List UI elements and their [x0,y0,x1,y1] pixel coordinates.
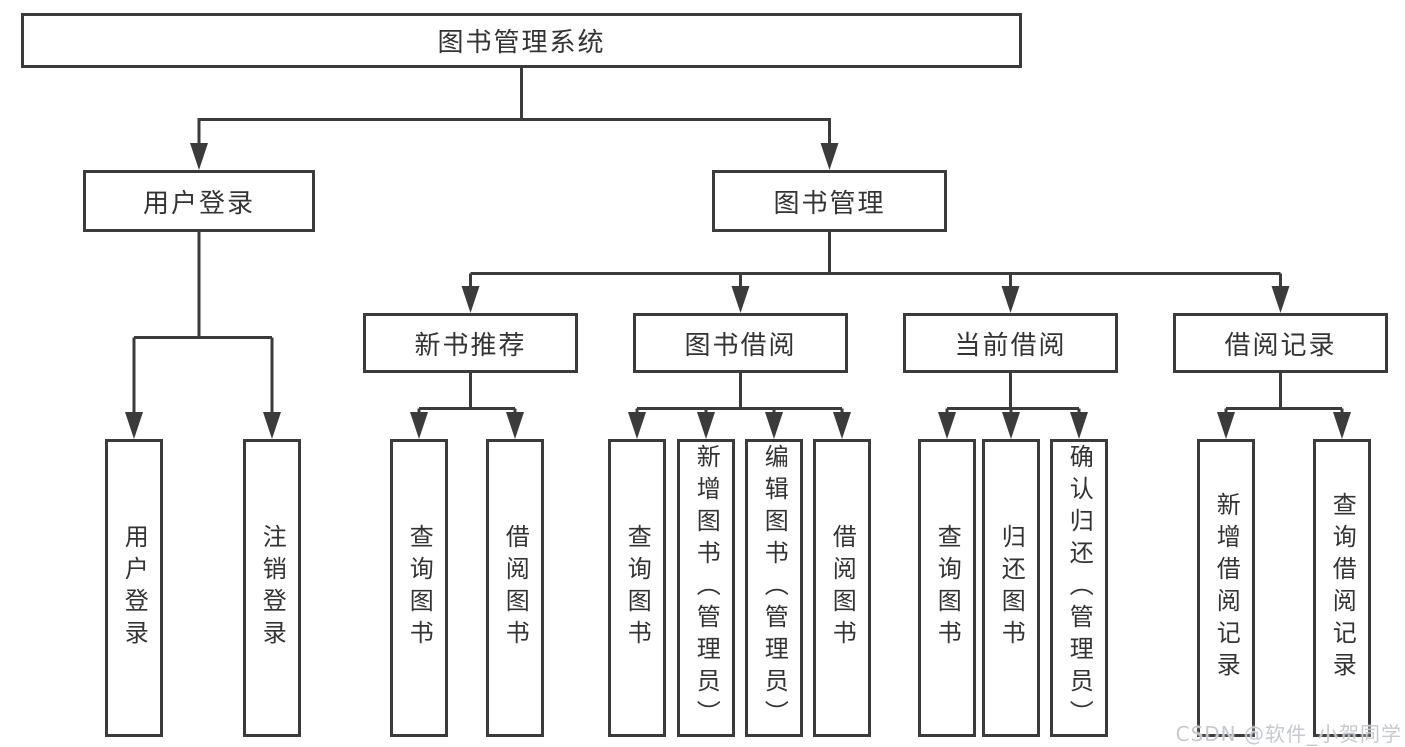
node-label: 查询图书 [933,524,962,652]
leaf-query-borrow-record: 查询借阅记录 [1313,439,1371,737]
csdn-watermark: CSDN @软件_小贺同学 [1175,722,1402,746]
node-label: 用户登录 [142,188,255,219]
node-label: 用户登录 [120,524,149,652]
node-label: 当前借阅 [954,330,1067,361]
node-user-login: 用户登录 [83,170,315,232]
node-label: 编辑图书（管理员） [760,444,789,732]
node-label: 借阅图书 [501,524,530,652]
node-book-borrowing: 图书借阅 [633,313,848,373]
node-label: 归还图书 [997,524,1026,652]
node-label: 图书管理系统 [437,28,606,58]
leaf-edit-book-admin: 编辑图书（管理员） [745,439,803,737]
leaf-return-book: 归还图书 [982,439,1040,737]
leaf-borrow-books-borrowing: 借阅图书 [813,439,871,737]
node-label: 图书管理 [773,188,886,219]
leaf-user-login: 用户登录 [105,439,163,737]
leaf-add-book-admin: 新增图书（管理员） [677,439,735,737]
node-label: 新增图书（管理员） [692,444,721,732]
node-new-book-recommendation: 新书推荐 [363,313,578,373]
node-label: 新增借阅记录 [1212,492,1241,684]
node-label: 确认归还（管理员） [1065,444,1094,732]
leaf-add-borrow-record: 新增借阅记录 [1197,439,1255,737]
node-current-borrowing: 当前借阅 [903,313,1118,373]
leaf-confirm-return-admin: 确认归还（管理员） [1050,439,1108,737]
leaf-query-books-borrowing: 查询图书 [608,439,666,737]
node-label: 新书推荐 [414,330,527,361]
node-library-management-system: 图书管理系统 [21,13,1022,68]
node-label: 借阅记录 [1224,330,1337,361]
leaf-borrow-books-recommend: 借阅图书 [486,439,544,737]
node-label: 图书借阅 [684,330,797,361]
leaf-logout: 注销登录 [243,439,301,737]
node-book-management: 图书管理 [712,170,947,232]
node-label: 查询图书 [623,524,652,652]
node-label: 注销登录 [258,524,287,652]
leaf-query-books-recommend: 查询图书 [390,439,448,737]
node-label: 查询借阅记录 [1328,492,1357,684]
node-label: 借阅图书 [828,524,857,652]
arrowheads [125,143,1351,439]
node-label: 查询图书 [405,524,434,652]
leaf-query-books-current: 查询图书 [918,439,976,737]
node-borrowing-records: 借阅记录 [1173,313,1388,373]
